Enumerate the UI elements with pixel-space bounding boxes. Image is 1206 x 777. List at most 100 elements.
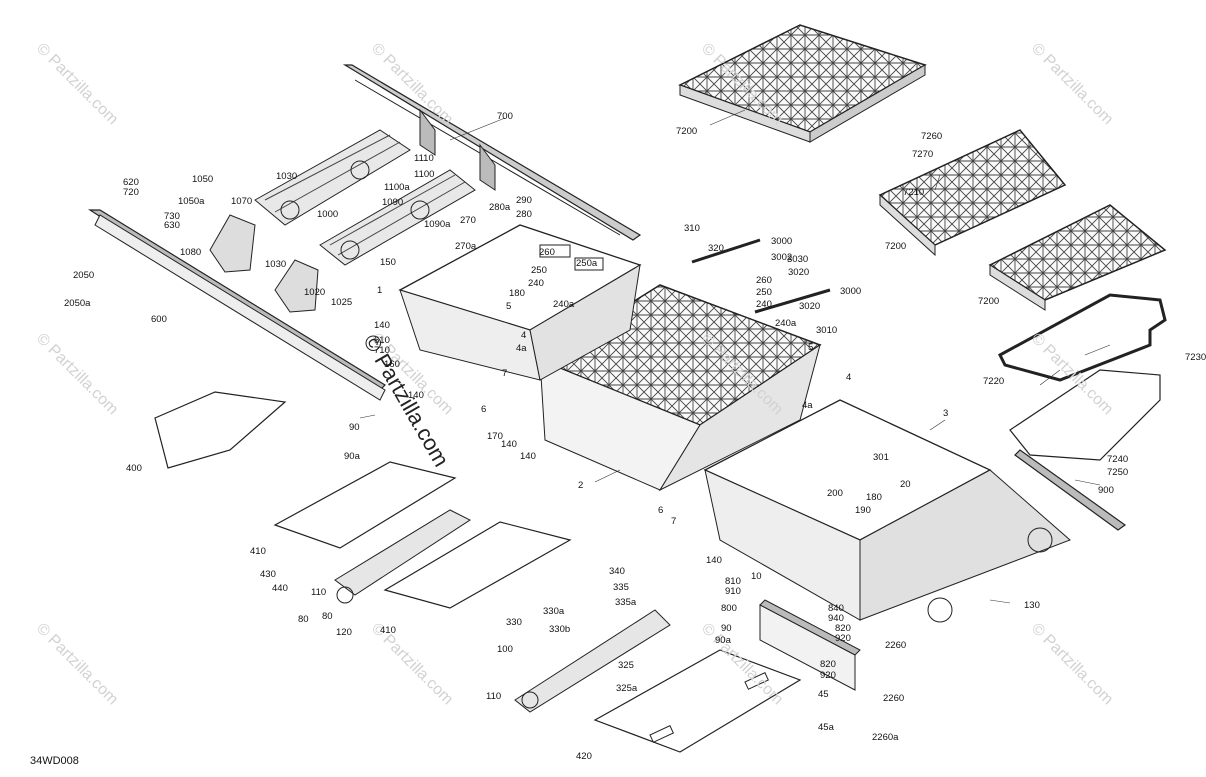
callout-label: 2260a — [872, 732, 899, 743]
callout-label: 270a — [455, 241, 477, 252]
callout-label: 10 — [751, 571, 762, 582]
plate-7230 — [1009, 369, 1161, 461]
callout-label: 1090a — [424, 219, 451, 230]
callout-label: 330 — [506, 617, 522, 628]
callout-label: 270 — [460, 215, 476, 226]
callout-label: 1090 — [382, 197, 404, 208]
callout-label: 6 — [481, 404, 487, 415]
callout-label: 3020 — [788, 267, 810, 278]
callout-label: 240 — [528, 278, 544, 289]
callout-label: 140 — [520, 451, 536, 462]
diagram-code: 34WD008 — [30, 755, 79, 767]
callout-label: 1025 — [331, 297, 353, 308]
callout-label: 1030 — [276, 171, 298, 182]
callout-label: 335 — [613, 582, 629, 593]
plate-410-left — [273, 461, 457, 549]
callout-label: 1100 — [414, 169, 435, 180]
callout-label: 100 — [497, 644, 513, 655]
callout-label: 280a — [489, 202, 511, 213]
plate-410-right — [383, 521, 572, 609]
plate-400 — [154, 391, 287, 469]
callout-label: 1 — [377, 285, 383, 296]
callout-label: 325a — [616, 683, 638, 694]
callout-label: 335a — [615, 597, 637, 608]
rod-3002 — [691, 238, 761, 264]
callout-label: 110 — [311, 587, 327, 598]
callout-label: 410 — [380, 625, 396, 636]
callout-label: 800 — [721, 603, 737, 614]
callout-label: 820 — [835, 623, 851, 634]
callout-label: 90a — [715, 635, 731, 646]
callout-label: 260 — [539, 247, 555, 258]
leader-lines — [359, 109, 1111, 604]
callout-label: 325 — [618, 660, 634, 671]
callout-label: 3002 — [771, 252, 793, 263]
floor-panel-7200-low — [988, 204, 1167, 311]
callout-label: 440 — [272, 583, 288, 594]
rail-600 — [87, 209, 386, 401]
callout-label: 7200 — [676, 126, 698, 137]
tub-1 — [398, 224, 642, 381]
callout-label: 1050 — [192, 174, 214, 185]
callout-label: 80 — [298, 614, 309, 625]
callout-label: 200 — [827, 488, 843, 499]
bracket-1020 — [274, 259, 319, 313]
rail-900 — [1014, 449, 1127, 531]
callout-label: 420 — [576, 751, 592, 762]
callout-label: 20 — [900, 479, 911, 490]
callout-label: 4a — [516, 343, 527, 354]
callout-label: 250 — [756, 287, 772, 298]
callout-label: 910 — [725, 586, 741, 597]
callout-label: 2050 — [73, 270, 95, 281]
callout-label: 430 — [260, 569, 276, 580]
callout-label: 1020 — [304, 287, 326, 298]
frame-110-bottom — [514, 609, 671, 713]
callout-label: 7200 — [885, 241, 907, 252]
callout-label: 3 — [943, 408, 949, 419]
callout-label: 700 — [497, 111, 513, 122]
floor-panel-7200-mid — [878, 129, 1067, 257]
callout-label: 240a — [775, 318, 797, 329]
callout-label: 170 — [487, 431, 503, 442]
callout-label: 840 — [828, 603, 844, 614]
callout-label: 7200 — [978, 296, 1000, 307]
callout-label: 720 — [123, 187, 139, 198]
callout-label: 7 — [671, 516, 677, 527]
callout-label: 3010 — [816, 325, 838, 336]
callout-label: 1050a — [178, 196, 205, 207]
seal-7220 — [998, 293, 1167, 382]
callout-label: 240a — [553, 299, 575, 310]
callout-label: 1030 — [265, 259, 287, 270]
callout-label: 140 — [501, 439, 517, 450]
callout-label: 80 — [322, 611, 333, 622]
frame-1000 — [319, 169, 476, 266]
callout-label: 2 — [578, 480, 584, 491]
callout-label: 5 — [506, 301, 512, 312]
callout-label: 180 — [509, 288, 525, 299]
callout-label: 400 — [126, 463, 142, 474]
bracket-1080 — [209, 214, 256, 273]
frame-1030 — [254, 129, 411, 226]
frame-110-left — [334, 509, 472, 604]
callout-label: 810 — [725, 576, 741, 587]
floor-panel-7200-top — [678, 24, 927, 143]
callout-label: 110 — [486, 691, 502, 702]
callout-label: 301 — [873, 452, 889, 463]
callout-label: 920 — [820, 670, 836, 681]
rail-700 — [342, 64, 642, 241]
callout-label: 410 — [250, 546, 266, 557]
callout-label: 600 — [151, 314, 167, 325]
callout-label: 190 — [855, 505, 871, 516]
callout-label: 1110 — [414, 153, 434, 164]
callout-label: 7260 — [921, 131, 943, 142]
callout-label: 4 — [521, 330, 527, 341]
callout-label: 5 — [808, 342, 814, 353]
callout-label: 160 — [384, 359, 400, 370]
callout-label: 4a — [802, 400, 813, 411]
callout-label: 3030 — [787, 254, 809, 265]
callout-label: 260 — [756, 275, 772, 286]
callout-label: 1070 — [231, 196, 253, 207]
callout-label: 45a — [818, 722, 834, 733]
